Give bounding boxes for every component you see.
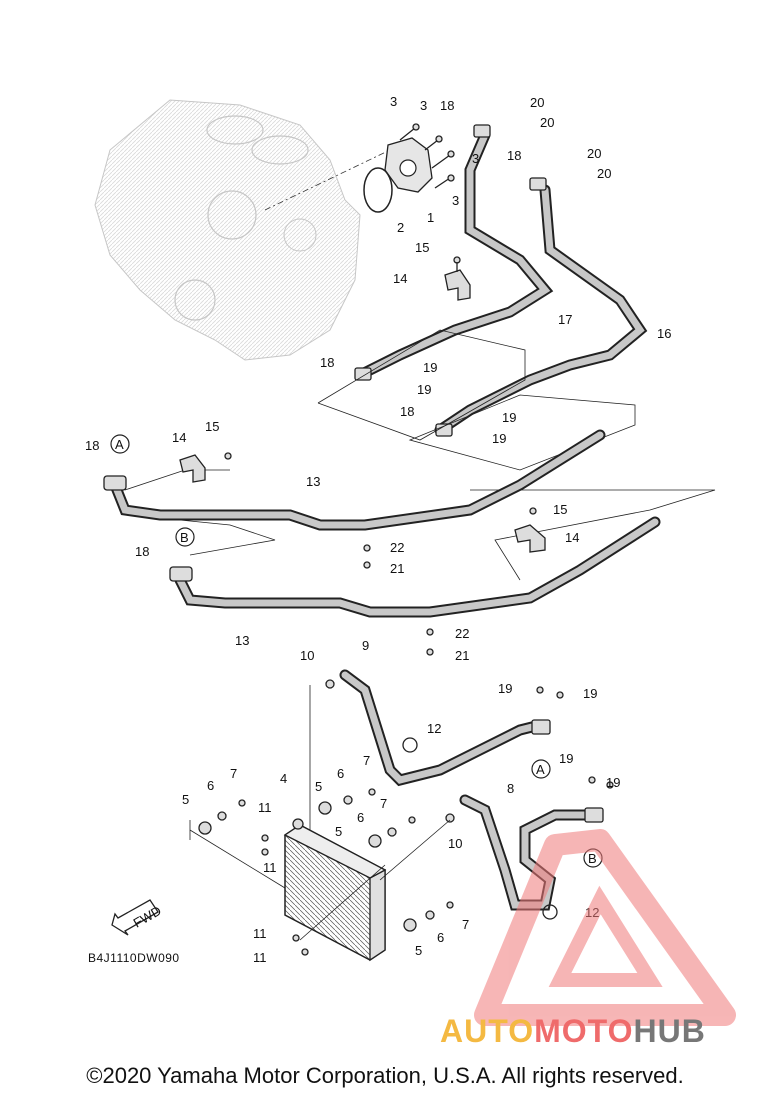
callout-22a: 22: [390, 540, 404, 555]
callout-18b: 18: [507, 148, 521, 163]
leader-lines-lower: [189, 685, 451, 941]
callout-19f: 19: [583, 686, 597, 701]
callout-5d: 5: [415, 943, 422, 958]
callout-21a: 21: [390, 561, 404, 576]
callout-2: 2: [397, 220, 404, 235]
callout-19c: 19: [502, 410, 516, 425]
callout-13b: 13: [235, 633, 249, 648]
callout-6a: 6: [207, 778, 214, 793]
callout-7d: 7: [462, 917, 469, 932]
callout-19b: 19: [417, 382, 431, 397]
hose-13-lower: [174, 516, 661, 618]
ref-b-upper: B: [180, 530, 189, 545]
clamp-14-upper: [444, 269, 471, 301]
callout-10a: 10: [300, 648, 314, 663]
clamp-14-right: [514, 524, 546, 553]
callout-18a: 18: [440, 98, 454, 113]
callout-20d: 20: [597, 166, 611, 181]
callout-19g: 19: [559, 751, 573, 766]
callout-3b: 3: [420, 98, 427, 113]
callout-7c: 7: [380, 796, 387, 811]
callout-14c: 14: [565, 530, 579, 545]
callout-13a: 13: [306, 474, 320, 489]
callout-14a: 14: [393, 271, 407, 286]
callout-5c: 5: [335, 824, 342, 839]
callout-20c: 20: [587, 146, 601, 161]
callout-20a: 20: [530, 95, 544, 110]
callout-3c: 3: [472, 151, 479, 166]
hose-9: [339, 669, 546, 787]
callout-14b: 14: [172, 430, 186, 445]
copyright-notice: ©2020 Yamaha Motor Corporation, U.S.A. A…: [86, 1063, 684, 1088]
callout-10b: 10: [448, 836, 462, 851]
callout-11d: 11: [253, 950, 267, 965]
callout-1: 1: [427, 210, 434, 225]
watermark-hub: HUB: [633, 1013, 705, 1049]
leader-lines-upper: [124, 329, 716, 581]
watermark-moto: MOTO: [534, 1013, 633, 1049]
hose-13-upper: [109, 429, 606, 531]
callout-6d: 6: [437, 930, 444, 945]
lower-flanges: [402, 719, 604, 920]
engine-block: [94, 99, 361, 361]
hose-8: [459, 794, 596, 911]
callout-7b: 7: [363, 753, 370, 768]
watermark-text: AUTOMOTOHUB: [440, 1013, 706, 1049]
callout-17: 17: [558, 312, 572, 327]
watermark-auto: AUTO: [440, 1013, 534, 1049]
callout-11c: 11: [253, 926, 267, 941]
callout-12a: 12: [427, 721, 441, 736]
callout-20b: 20: [540, 115, 554, 130]
callout-3a: 3: [390, 94, 397, 109]
hose-17: [354, 129, 554, 381]
callout-5b: 5: [315, 779, 322, 794]
callout-21b: 21: [455, 648, 469, 663]
diagram-code: B4J1110DW090: [88, 951, 180, 965]
callouts: 1 2 3 3 3 3 18 18 20 20 20 20 15 14 17 1…: [85, 94, 671, 965]
callout-6c: 6: [357, 810, 364, 825]
callout-19h: 19: [606, 775, 620, 790]
callout-3d: 3: [452, 193, 459, 208]
fwd-arrow: FWD: [111, 899, 164, 936]
hose-flanges-upper: [354, 124, 547, 437]
callout-7a: 7: [230, 766, 237, 781]
callout-18e: 18: [85, 438, 99, 453]
callout-5a: 5: [182, 792, 189, 807]
clamp-14-left: [179, 454, 206, 483]
callout-11a: 11: [258, 800, 272, 815]
callout-19d: 19: [492, 431, 506, 446]
callout-18d: 18: [400, 404, 414, 419]
callout-15b: 15: [205, 419, 219, 434]
callout-4: 4: [280, 771, 287, 786]
hose-13-flanges: [103, 475, 193, 582]
watermark-logo: [474, 829, 736, 1026]
engine-leader-line: [264, 149, 391, 211]
callout-19e: 19: [498, 681, 512, 696]
callout-19a: 19: [423, 360, 437, 375]
callout-8: 8: [507, 781, 514, 796]
callout-18f: 18: [135, 544, 149, 559]
ref-b-lower: B: [588, 851, 597, 866]
housing-bolts: [399, 123, 455, 189]
callout-9: 9: [362, 638, 369, 653]
callout-18c: 18: [320, 355, 334, 370]
ref-a-lower: A: [536, 762, 545, 777]
cooler-mounts: [198, 679, 614, 956]
callout-6b: 6: [337, 766, 344, 781]
callout-15a: 15: [415, 240, 429, 255]
callout-16: 16: [657, 326, 671, 341]
o-ring-gasket: [363, 167, 393, 213]
bolts-21-22: [224, 452, 537, 656]
fwd-label: FWD: [131, 903, 164, 931]
callout-15c: 15: [553, 502, 567, 517]
callout-11b: 11: [263, 860, 277, 875]
ref-a-upper: A: [115, 437, 124, 452]
callout-22b: 22: [455, 626, 469, 641]
